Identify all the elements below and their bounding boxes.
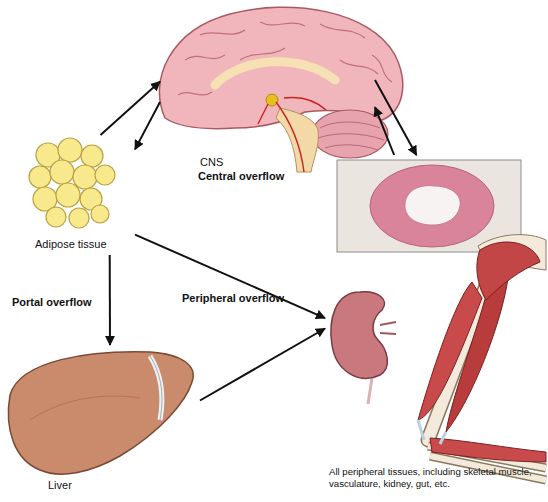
node-label: All peripheral tissues, including skelet… [329, 466, 548, 489]
liver-shading [30, 396, 140, 420]
kidney [331, 292, 387, 379]
renal-vessels [380, 322, 396, 334]
nerve-pathway [258, 98, 326, 173]
fat-cell [29, 166, 51, 188]
fat-cell [81, 145, 103, 167]
adipose-illustration [29, 138, 115, 228]
fat-cell [91, 205, 109, 223]
fat-cell [50, 160, 74, 184]
tendon [418, 420, 446, 444]
node-label: Adipose tissue [35, 238, 135, 251]
liver-node: Liver [0, 345, 200, 495]
overflow-arrow [375, 107, 394, 155]
node-label: Liver [48, 479, 108, 492]
fat-cell [95, 165, 115, 185]
overflow-arrow [135, 102, 160, 149]
liver-illustration [8, 352, 193, 474]
liver-ligament-outline [150, 356, 162, 420]
biceps-muscle [418, 282, 482, 420]
brain-node: CNS [160, 0, 375, 170]
liver-ligament [150, 356, 162, 420]
adipose-node: Adipose tissue [20, 135, 135, 255]
cerebellum [312, 110, 388, 158]
kidney-illustration [331, 292, 396, 404]
cerebellum-folia [318, 122, 384, 150]
overflow-arrow [101, 82, 161, 135]
fat-cell [46, 207, 66, 227]
brain-illustration [159, 7, 402, 172]
overflow-arrow [135, 235, 325, 318]
gyri [178, 22, 392, 95]
overflow-arrow [375, 80, 416, 155]
vessel-lumen [405, 186, 460, 225]
vessel-wall [370, 165, 494, 247]
fat-cell [56, 183, 80, 207]
arm-illustration [418, 235, 546, 480]
overflow-arrow [200, 329, 325, 401]
overflow-label: Central overflow [198, 170, 284, 182]
overflow-arrow [109, 255, 111, 345]
node-label: CNS [200, 156, 260, 169]
edge-label: Portal overflow [12, 296, 91, 308]
fat-cell [69, 208, 89, 228]
liver [8, 352, 193, 474]
peripheral-tissues-node: All peripheral tissues, including skelet… [325, 155, 548, 502]
fat-cell [58, 138, 82, 162]
edge-label: Peripheral overflow [182, 292, 284, 304]
deltoid-muscle [477, 242, 540, 300]
forearm-muscle [430, 438, 546, 462]
corpus-callosum [215, 62, 335, 85]
fat-cell [73, 165, 97, 189]
